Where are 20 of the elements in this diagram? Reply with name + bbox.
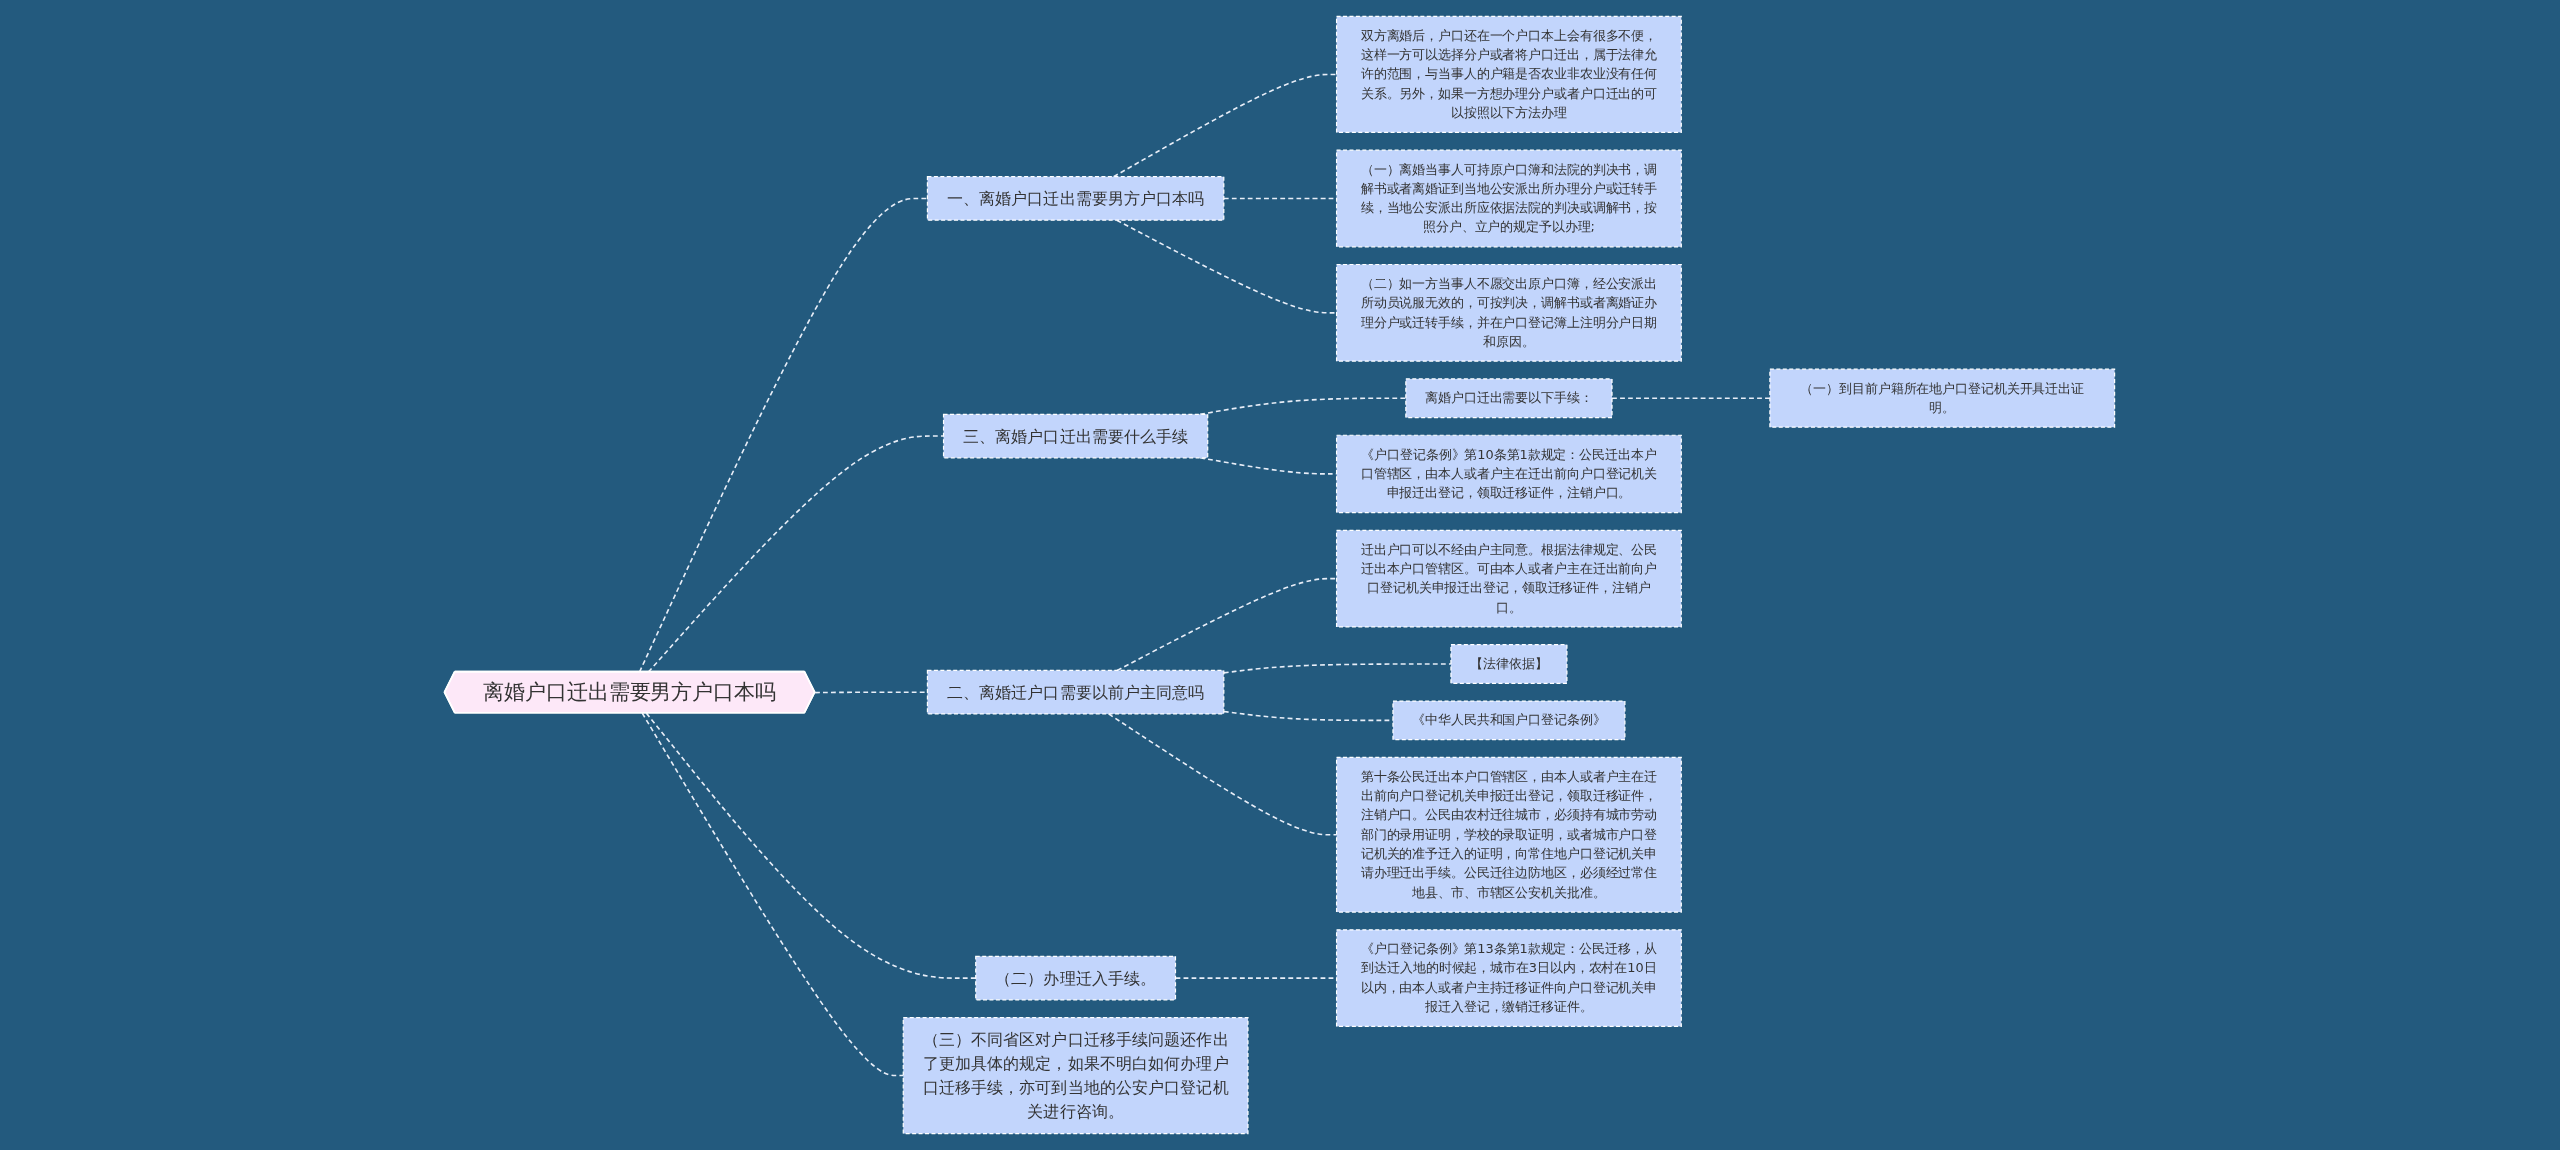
node-box: 二、离婚迁户口需要以前户主同意吗 [927, 669, 1225, 715]
connector [1113, 73, 1338, 178]
node-box: （二）办理迁入手续。 [975, 955, 1177, 1001]
node-box: 双方离婚后，户口还在一个户口本上会有很多不便，这样一方可以选择分户或者将户口迁出，属于法律允许的范围，与当事人的户籍是否农业非农业没有任何关系。另外，如果一方想办理分户或者户口迁出的可以按照以下方法办理 [1336, 15, 1683, 134]
connector [1116, 577, 1338, 672]
node-box: 《户口登记条例》第10条第1款规定：公民迁出本户口管辖区，由本人或者户主在迁出前向户口登记机关申报迁出登记，领取迁移证件，注销户口。 [1336, 434, 1683, 514]
node-box: 第十条公民迁出本户口管辖区，由本人或者户主在迁出前向户口登记机关申报迁出登记，领取迁移证件，注销户口。公民由农村迁往城市，必须持有城市劳动部门的录用证明，学校的录取证明，或者城市户口登记机关的准予迁入的证明，向常住地户口登记机关申请办理迁出手续。公民迁往边防地区，必须经过常住地县、市、市辖区公安机关批准。 [1336, 756, 1683, 913]
node-box: （三）不同省区对户口迁移手续问题还作出了更加具体的规定，如果不明白如何办理户口迁移手续，亦可到当地的公安户口登记机关进行咨询。 [903, 1016, 1250, 1135]
node-box: 【法律依据】 [1450, 644, 1568, 684]
node-box: （二）如一方当事人不愿交出原户口簿，经公安派出所动员说服无效的，可按判决，调解书或者离婚证办理分户或迁转手续，并在户口登记簿上注明分户日期和原因。 [1336, 263, 1683, 362]
node-box: 《户口登记条例》第13条第1款规定：公民迁移，从到达迁入地的时候起，城市在3日以内，农村在10日以内，由本人或者户主持迁移证件向户口登记机关申报迁入登记，缴销迁移证件。 [1336, 929, 1683, 1028]
node-box: （一）到目前户籍所在地户口登记机关开具迁出证明。 [1769, 368, 2116, 428]
node-box: 离婚户口迁出需要以下手续： [1405, 378, 1614, 419]
node-box: （一）离婚当事人可持原户口簿和法院的判决书，调解书或者离婚证到当地公安派出所办理分户或迁转手续，当地公安派出所应依据法院的判决或调解书，按照分户、立户的规定予以办理; [1336, 149, 1683, 248]
connector [1108, 713, 1338, 836]
node-box: 三、离婚户口迁出需要什么手续 [943, 413, 1209, 459]
node-box: 迁出户口可以不经由户主同意。根据法律规定、公民迁出本户口管辖区。可由本人或者户主在迁出前向户口登记机关申报迁出登记，领取迁移证件，注销户口。 [1336, 529, 1683, 628]
node-box: 一、离婚户口迁出需要男方户口本吗 [927, 176, 1225, 221]
node-box: 《中华人民共和国户口登记条例》 [1392, 700, 1626, 741]
connector [648, 435, 945, 673]
